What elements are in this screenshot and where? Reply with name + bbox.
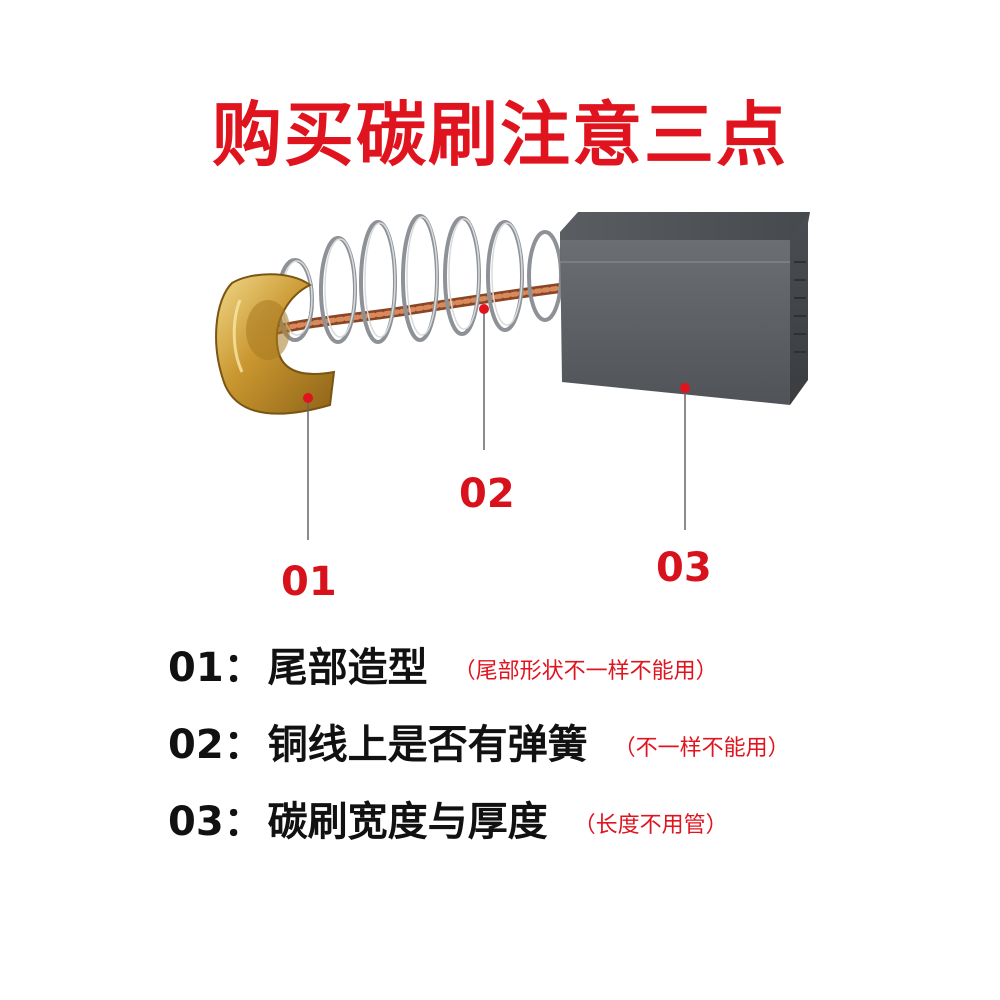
note-number: 01： — [168, 644, 264, 691]
callout-02: 02 — [459, 471, 515, 517]
note-row-02: 02： 铜线上是否有弹簧 （不一样不能用） — [168, 702, 968, 779]
callout-pointers — [303, 304, 690, 540]
note-row-01: 01： 尾部造型 （尾部形状不一样不能用） — [168, 625, 968, 702]
note-remark: （不一样不能用） — [613, 735, 790, 761]
note-row-03: 03： 碳刷宽度与厚度 （长度不用管） — [168, 779, 968, 856]
notes-list: 01： 尾部造型 （尾部形状不一样不能用） 02： 铜线上是否有弹簧 （不一样不… — [168, 625, 968, 856]
note-text: 碳刷宽度与厚度 — [267, 798, 548, 845]
page-title: 购买碳刷注意三点 — [212, 94, 788, 176]
note-remark: （尾部形状不一样不能用） — [453, 658, 718, 684]
note-text: 尾部造型 — [267, 644, 428, 691]
carbon-brush-photo — [0, 190, 1000, 610]
note-remark: （长度不用管） — [573, 812, 728, 838]
note-text: 铜线上是否有弹簧 — [267, 721, 588, 768]
note-number: 02： — [168, 721, 264, 768]
carbon-block — [560, 212, 810, 405]
note-number: 03： — [168, 798, 264, 845]
brass-terminal — [215, 273, 336, 415]
callout-01: 01 — [281, 559, 337, 605]
carbon-brush-illustration — [215, 212, 810, 540]
callout-03: 03 — [656, 545, 712, 591]
